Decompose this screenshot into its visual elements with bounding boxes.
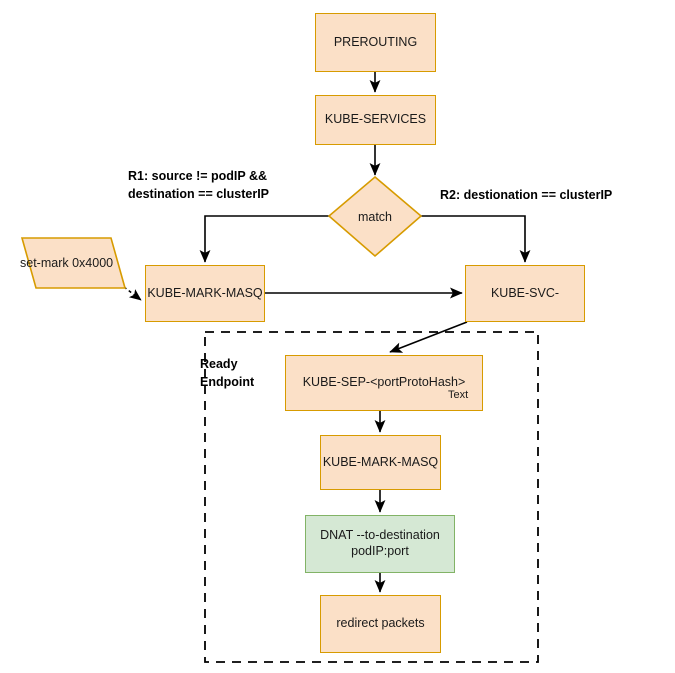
node-kube-mark-masq-lower-label: KUBE-MARK-MASQ (322, 454, 439, 469)
node-kube-services-label: KUBE-SERVICES (324, 112, 427, 127)
node-match-label: match (357, 209, 393, 224)
node-match[interactable]: match (329, 177, 421, 256)
node-dnat-label: DNAT --to-destination podIP:port (320, 528, 440, 558)
node-kube-svc[interactable]: KUBE-SVC- (465, 265, 585, 322)
node-kube-sep-label: KUBE-SEP-<portProtoHash> (302, 375, 466, 390)
edge-setmark-to-kubemarkmasq (123, 286, 142, 301)
node-redirect-packets-label: redirect packets (336, 616, 425, 631)
node-kube-mark-masq-left-label: KUBE-MARK-MASQ (147, 285, 263, 300)
node-kube-services[interactable]: KUBE-SERVICES (315, 95, 436, 145)
node-kube-svc-label: KUBE-SVC- (490, 285, 560, 300)
edge-label-r1: R1: source != podIP && destination == cl… (128, 169, 270, 202)
node-redirect-packets[interactable]: redirect packets (320, 595, 441, 653)
edge-label-r2: R2: destionation == clusterIP (440, 188, 613, 202)
node-kube-sep[interactable]: KUBE-SEP-<portProtoHash> (285, 355, 483, 411)
node-dnat[interactable]: DNAT --to-destination podIP:port (305, 515, 455, 573)
group-label-ready-endpoint: Ready Endpoint (200, 357, 255, 390)
edge-match-r1-to-kubemarkmasq (199, 215, 330, 263)
node-kube-sep-sub-label: Text (448, 389, 469, 401)
node-kube-mark-masq-lower[interactable]: KUBE-MARK-MASQ (320, 435, 441, 490)
node-prerouting-label: PREROUTING (333, 34, 418, 49)
edge-match-r2-to-kubesvc (420, 215, 531, 263)
node-kube-mark-masq-left[interactable]: KUBE-MARK-MASQ (145, 265, 265, 322)
node-prerouting[interactable]: PREROUTING (315, 13, 436, 72)
edge-kubesvc-to-kubesep (389, 321, 468, 353)
node-set-mark-label: set-mark 0x4000 (20, 256, 114, 270)
